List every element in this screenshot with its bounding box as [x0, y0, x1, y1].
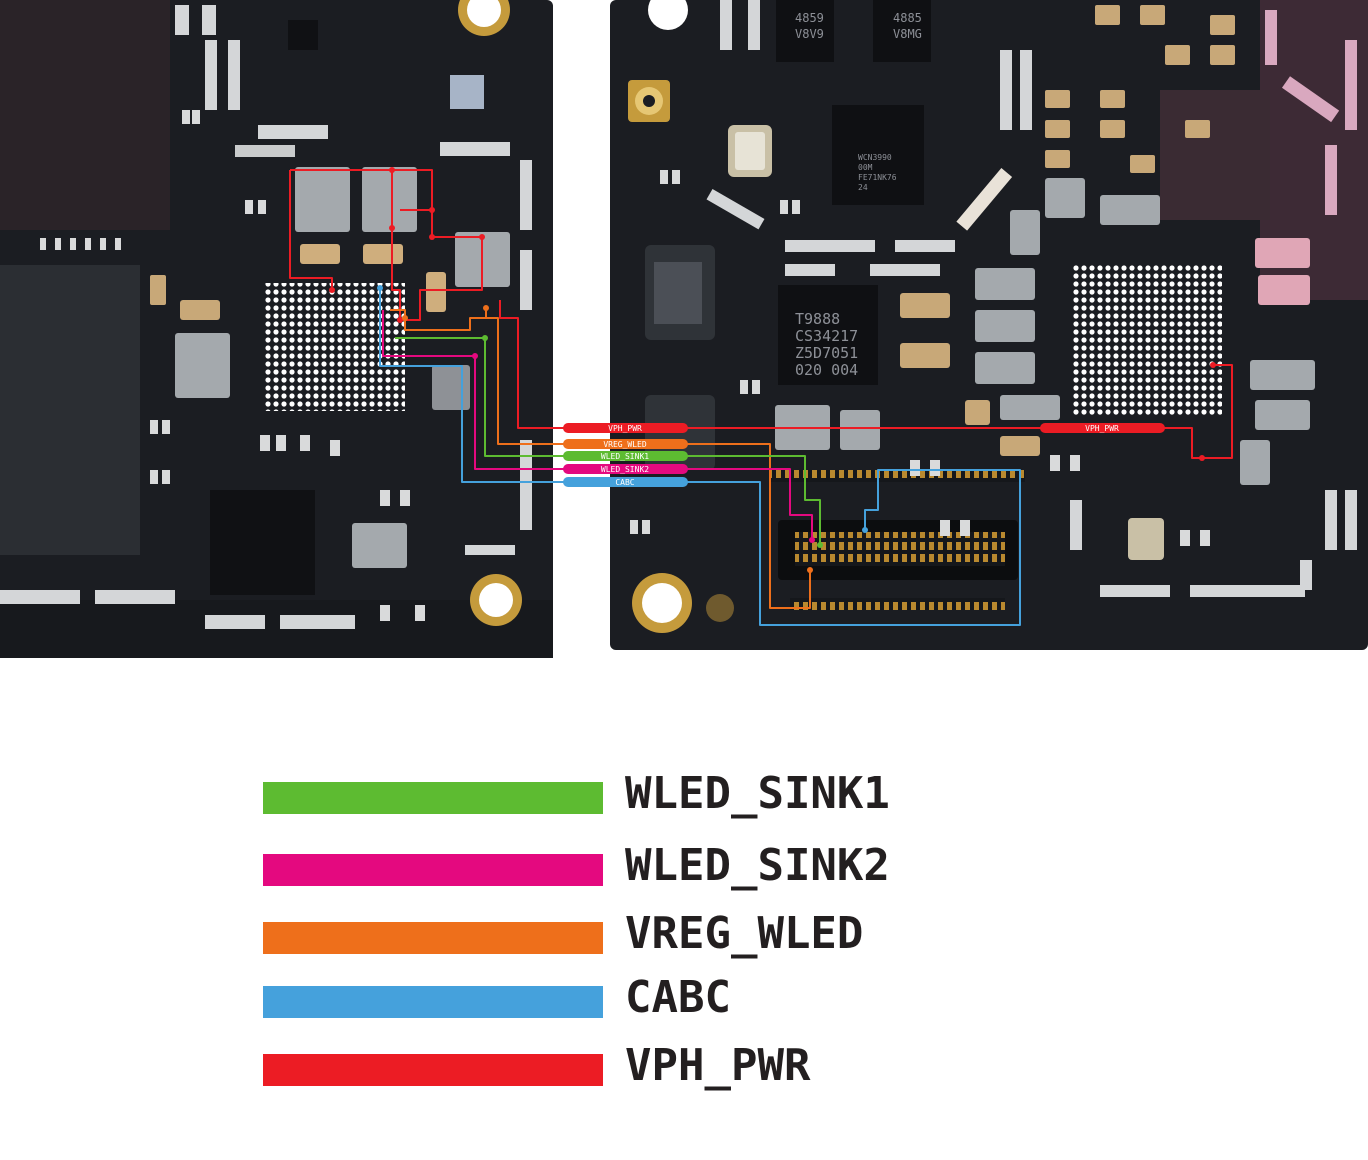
legend-swatch: [263, 1054, 603, 1086]
legend-item-vreg-wled: VREG_WLED: [263, 908, 963, 959]
chip-marking: 020 004: [795, 361, 858, 379]
right-board: [610, 0, 1368, 650]
legend-item-vph-pwr: VPH_PWR: [263, 1040, 963, 1091]
signal-pill-vph-pwr-right: [1040, 423, 1165, 433]
signal-pill-wled-sink2: [563, 464, 688, 474]
legend-swatch: [263, 986, 603, 1018]
legend-label: VPH_PWR: [625, 1040, 811, 1091]
signal-pill-label: VPH_PWR: [608, 424, 642, 433]
chip-marking: V8MG: [893, 27, 922, 41]
signal-pill-vph-pwr: [563, 423, 688, 433]
chip-marking: 4859: [795, 11, 824, 25]
trace-vph-pwr: [289, 170, 333, 290]
chip-marking: T9888: [795, 310, 840, 328]
legend-label: WLED_SINK1: [625, 768, 890, 819]
signal-pill-vreg-wled: [563, 439, 688, 449]
chip-marking: Z5D7051: [795, 344, 858, 362]
bga-chip-right: [1072, 265, 1222, 415]
pcb-photo: T9888 CS34217 Z5D7051 020 004 WCN3990 00…: [0, 0, 1368, 658]
chip-marking: 24: [858, 183, 868, 192]
legend-label: CABC: [625, 972, 731, 1023]
legend-item-wled-sink1: WLED_SINK1: [263, 768, 963, 819]
chip-marking: 4885: [893, 11, 922, 25]
chip-marking: CS34217: [795, 327, 858, 345]
legend-swatch: [263, 922, 603, 954]
chip-marking: FE71NK76: [858, 173, 897, 182]
signal-pill-label: VPH_PWR: [1085, 424, 1119, 433]
signal-pill-wled-sink1: [563, 451, 688, 461]
chip-marking: V8V9: [795, 27, 824, 41]
left-board: [0, 0, 553, 658]
signal-pill-cabc: [563, 477, 688, 487]
legend-item-cabc: CABC: [263, 972, 963, 1023]
legend: WLED_SINK1 WLED_SINK2 VREG_WLED CABC VPH…: [263, 768, 963, 1108]
signal-pill-label: WLED_SINK1: [601, 452, 649, 461]
trace-wled-sink1: [395, 337, 821, 545]
signal-pill-label: WLED_SINK2: [601, 465, 649, 474]
legend-label: VREG_WLED: [625, 908, 864, 959]
trace-cabc: [379, 288, 1021, 626]
legend-item-wled-sink2: WLED_SINK2: [263, 840, 963, 891]
trace-vreg-wled: [486, 317, 811, 609]
legend-swatch: [263, 854, 603, 886]
chip-marking: 00M: [858, 163, 873, 172]
signal-pill-label: VREG_WLED: [603, 440, 647, 449]
trace-wled-sink2: [382, 310, 813, 540]
legend-swatch: [263, 782, 603, 814]
chip-marking: WCN3990: [858, 153, 892, 162]
bga-chip-left: [265, 283, 405, 411]
legend-label: WLED_SINK2: [625, 840, 890, 891]
signal-pill-label: CABC: [615, 478, 634, 487]
